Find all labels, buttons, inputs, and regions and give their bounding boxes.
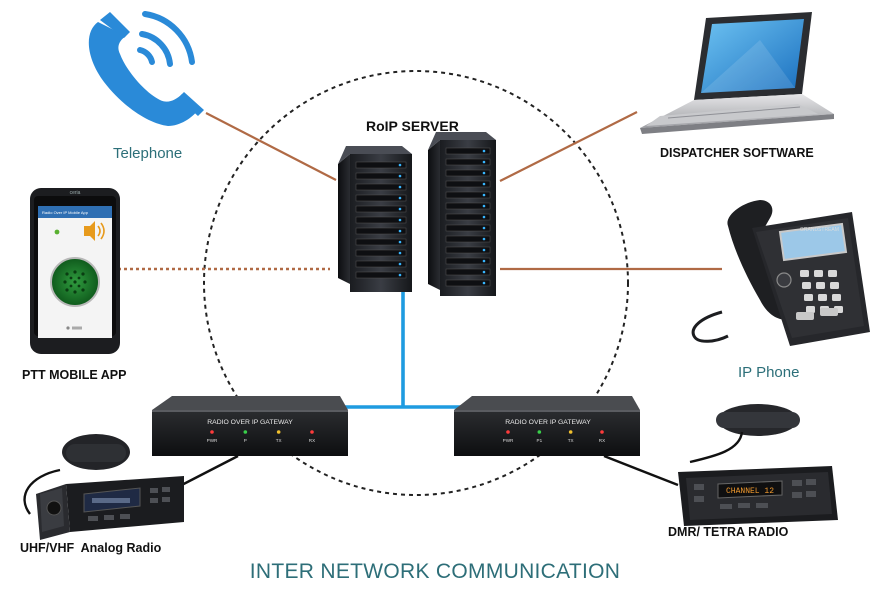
gateway-led-3 bbox=[310, 430, 314, 434]
dmr-radio-icon: CHANNEL 12 bbox=[678, 404, 838, 526]
gateway-led-2 bbox=[568, 430, 573, 434]
ip-phone-icon: GRANDSTREAM bbox=[691, 200, 870, 346]
phone-keypad bbox=[776, 270, 843, 313]
laptop-icon bbox=[640, 12, 834, 134]
gateway-led-label: TX bbox=[568, 438, 574, 443]
roip-gateway-left: RADIO OVER IP GATEWAY PWR P TX RX bbox=[152, 396, 348, 456]
analog-radio-icon bbox=[23, 434, 184, 540]
link-dispatcher bbox=[499, 111, 638, 182]
analog-radio-label: UHF/VHF Analog Radio bbox=[20, 541, 161, 555]
network-boundary bbox=[203, 70, 629, 496]
radio-cables bbox=[171, 454, 679, 492]
ptt-mobile-icon: ceria Radio Over IP Mobile App bbox=[30, 188, 120, 354]
ip-links bbox=[118, 111, 722, 271]
analog-radio-text: UHF/VHF Analog Radio bbox=[20, 541, 162, 555]
radio-display-text: CHANNEL 12 bbox=[726, 487, 774, 496]
speaker-grille bbox=[63, 270, 87, 294]
phone-brand: ceria bbox=[70, 190, 81, 196]
gateway-led-label: P bbox=[244, 438, 247, 443]
diagram-caption: INTER NETWORK COMMUNICATION bbox=[249, 560, 621, 583]
telephone-label: Telephone bbox=[113, 145, 183, 162]
gateway-led-label: PWR bbox=[503, 438, 514, 443]
ip-phone-label: IP Phone bbox=[738, 364, 800, 381]
gateway-led-3 bbox=[600, 430, 604, 434]
telephone-icon bbox=[88, 11, 204, 126]
app-title: Radio Over IP Mobile App bbox=[42, 210, 89, 215]
gateway-led-1 bbox=[537, 430, 542, 434]
desk-phone-brand: GRANDSTREAM bbox=[800, 227, 839, 233]
gateway-led-label: P1 bbox=[537, 438, 543, 443]
gateway-left-label: RADIO OVER IP GATEWAY bbox=[207, 419, 293, 426]
dmr-radio-label: DMR/ TETRA RADIO bbox=[668, 525, 789, 539]
ptt-app-label: PTT MOBILE APP bbox=[22, 368, 127, 382]
gateway-led-2 bbox=[276, 430, 281, 434]
roip-server-icon bbox=[338, 132, 496, 296]
gateway-led-1 bbox=[243, 430, 248, 434]
gateway-led-label: RX bbox=[599, 438, 605, 443]
gateway-led-label: RX bbox=[309, 438, 315, 443]
gateway-links bbox=[331, 290, 465, 409]
gateway-led-0 bbox=[210, 430, 214, 434]
gateway-led-0 bbox=[506, 430, 510, 434]
gateway-right-label: RADIO OVER IP GATEWAY bbox=[505, 419, 591, 426]
roip-gateway-right: RADIO OVER IP GATEWAY PWR P1 TX RX bbox=[454, 396, 640, 456]
link-telephone bbox=[205, 112, 337, 181]
server-label: RoIP SERVER bbox=[366, 118, 459, 134]
rack-slots bbox=[355, 147, 491, 287]
gateway-led-label: TX bbox=[276, 438, 282, 443]
gateway-led-label: PWR bbox=[207, 438, 218, 443]
dispatcher-label: DISPATCHER SOFTWARE bbox=[660, 146, 814, 160]
